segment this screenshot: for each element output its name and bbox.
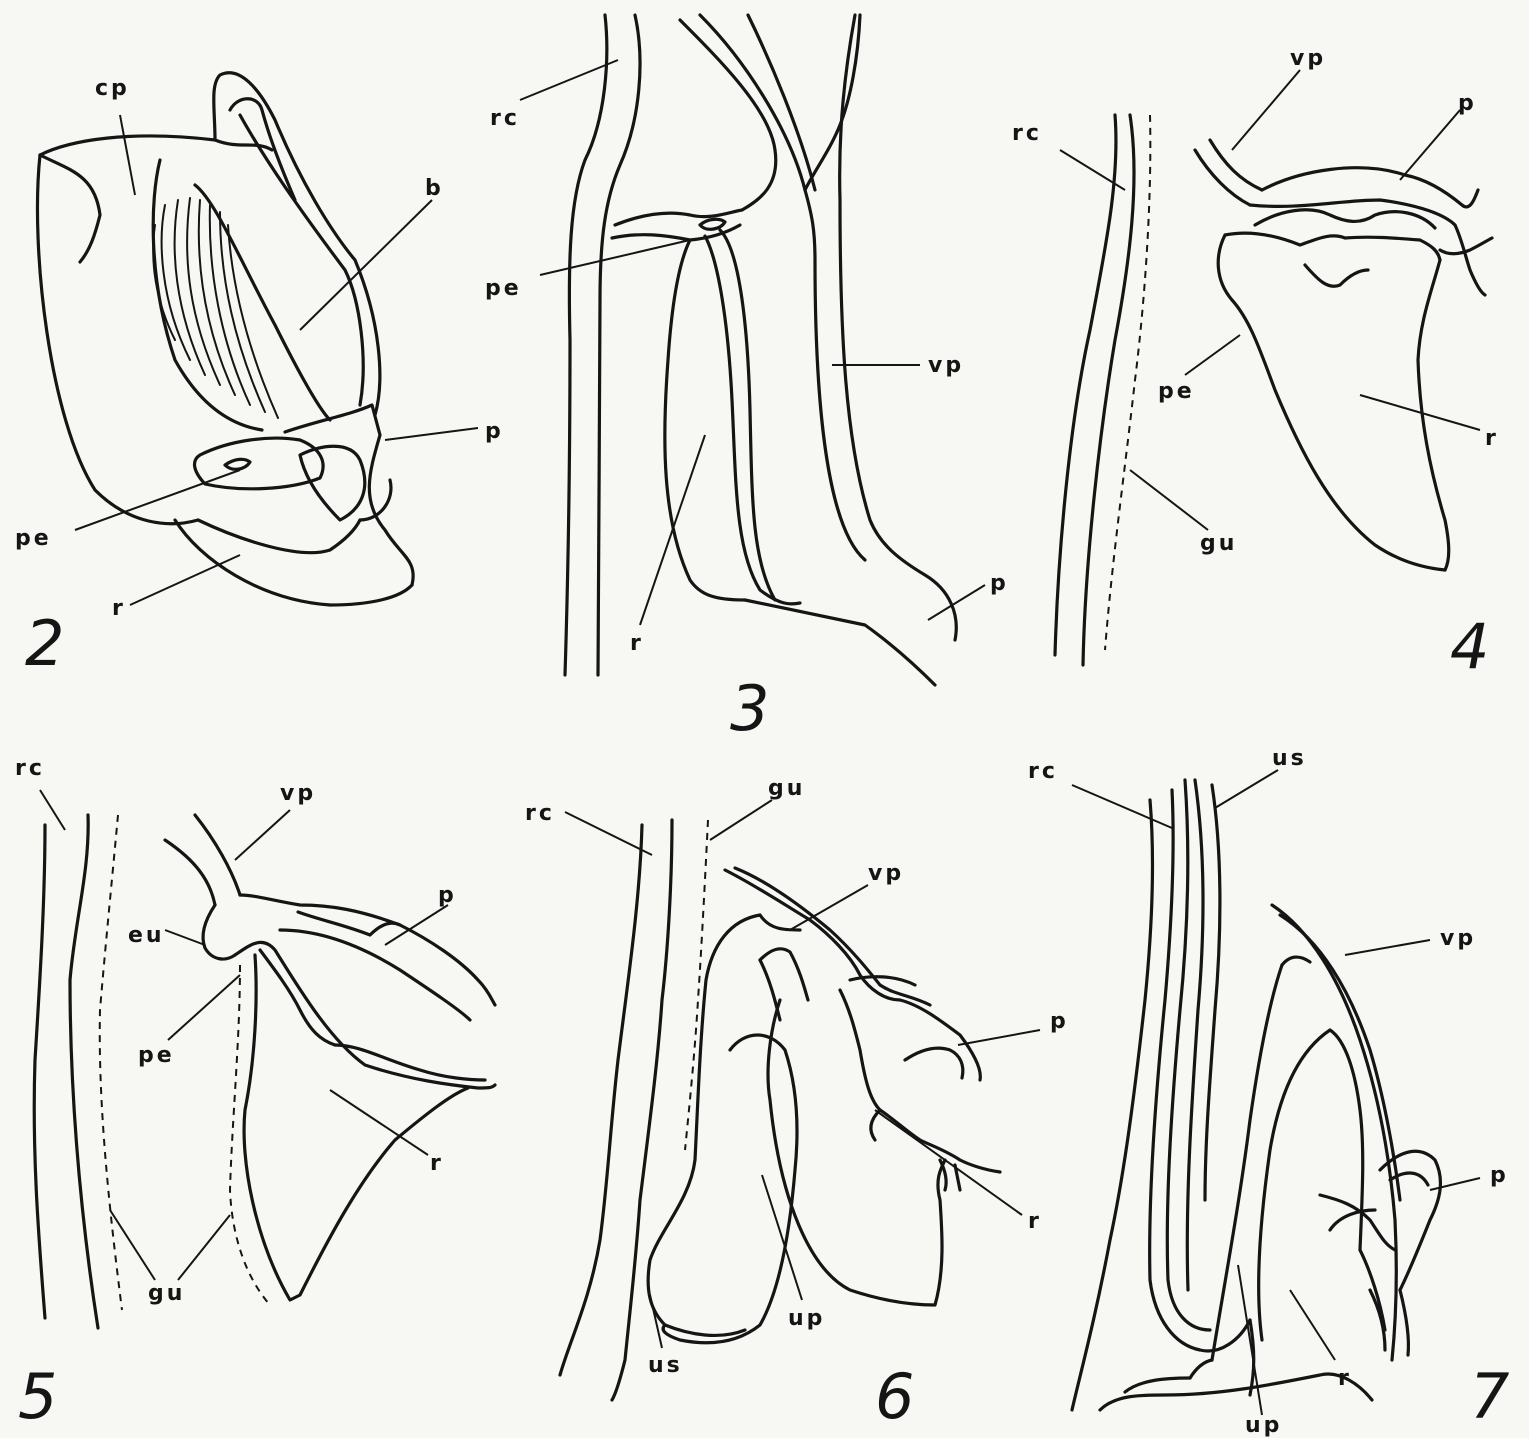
figure-5-label-vp: vp [280,781,316,806]
figure-4-number: 4 [1450,610,1489,683]
figure-5-label-p: p [438,883,457,908]
figure-6-leaders [565,800,1040,1348]
figure-5-outline [34,815,495,1328]
figure-6-label-rc: rc [525,801,555,826]
figure-4-label-gu: gu [1200,531,1237,556]
figure-2-pericardial-opening-mark [225,459,250,469]
figure-6-outline [560,820,1000,1400]
figure-2-number: 2 [25,607,64,680]
figure-5: rc vp p eu pe r gu 5 [15,756,495,1433]
figure-6-number: 6 [875,1360,914,1433]
figure-2-branchial-lamellae [153,198,278,418]
figure-4-label-rc: rc [1012,121,1042,146]
figure-7-label-p: p [1490,1163,1509,1188]
figure-3-label-rc: rc [490,106,520,131]
figure-2: cp b p pe r 2 [15,73,504,680]
figure-3-label-p: p [990,571,1009,596]
figure-3-label-vp: vp [928,353,964,378]
figure-7-label-vp: vp [1440,926,1476,951]
figure-5-label-gu: gu [148,1281,185,1306]
figure-3-label-r: r [630,631,644,656]
figure-6-label-us: us [648,1353,683,1378]
figure-5-label-eu: eu [128,923,165,948]
figure-4-label-pe: pe [1158,379,1195,404]
figure-7-label-up: up [1245,1413,1282,1438]
figure-5-label-r: r [430,1151,444,1176]
figure-2-label-pe: pe [15,526,52,551]
figure-4-label-p: p [1458,91,1477,116]
figure-7-outline [1072,780,1440,1410]
figure-2-label-p: p [485,419,504,444]
figure-3-outline [565,15,956,685]
figure-5-leaders [40,790,448,1280]
figure-5-number: 5 [18,1360,57,1433]
figure-7-label-rc: rc [1028,759,1058,784]
figure-3-leaders [520,60,985,625]
figure-2-label-b: b [425,176,444,201]
figure-6-label-up: up [788,1306,825,1331]
figure-6-label-p: p [1050,1009,1069,1034]
figure-6-label-gu: gu [768,776,805,801]
figure-5-label-pe: pe [138,1043,175,1068]
figure-7: rc us vp p up r 7 [1028,746,1509,1438]
figure-6-label-r: r [1028,1209,1042,1234]
figure-4: rc vp p pe r gu 4 [1012,46,1499,683]
figure-2-label-cp: cp [95,76,130,101]
figure-3: rc pe vp r p 3 [485,15,1009,745]
figure-7-number: 7 [1470,1360,1509,1433]
figure-6: rc gu vp p r up us 6 [525,776,1069,1433]
figure-5-label-rc: rc [15,756,45,781]
figure-3-number: 3 [730,672,769,745]
figure-2-leaders [75,115,478,605]
figure-6-label-vp: vp [868,861,904,886]
figure-4-label-r: r [1485,426,1499,451]
figure-7-label-r: r [1338,1366,1352,1391]
figure-2-label-r: r [112,596,126,621]
figure-7-label-us: us [1272,746,1307,771]
figure-4-label-vp: vp [1290,46,1326,71]
figure-4-outline [1055,115,1492,665]
figure-3-label-pe: pe [485,276,522,301]
